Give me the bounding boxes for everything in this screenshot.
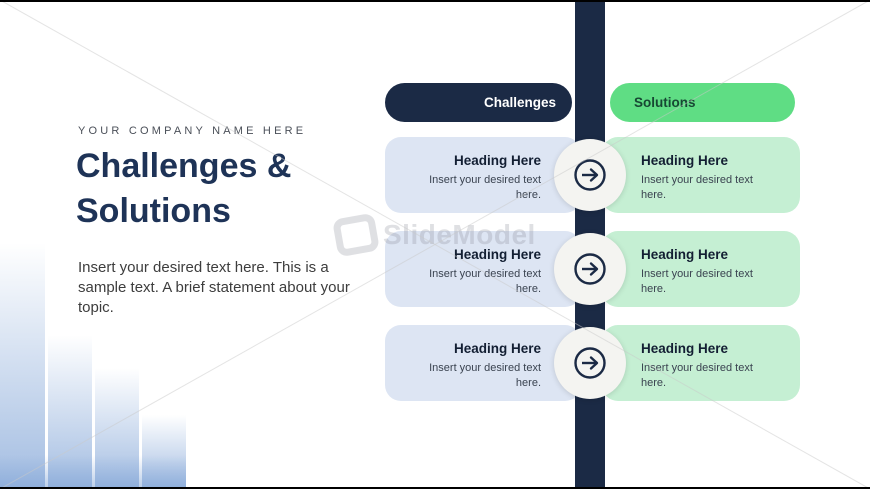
- solutions-header-label: Solutions: [634, 95, 696, 110]
- solution-text: Insert your desired text here.: [641, 268, 753, 295]
- solution-text: Insert your desired text here.: [641, 174, 753, 201]
- arrow-right-circle-icon: [574, 253, 606, 285]
- solution-card: Heading Here Insert your desired text he…: [602, 325, 800, 401]
- challenges-header-label: Challenges: [483, 95, 556, 110]
- slide-title: Challenges & Solutions: [76, 147, 292, 230]
- challenge-heading: Heading Here: [453, 247, 541, 262]
- decoration-bar: [0, 243, 45, 489]
- challenge-card: Heading Here Insert your desired text he…: [385, 325, 581, 401]
- arrow-right-circle-icon: [574, 159, 606, 191]
- challenge-text: Insert your desired text here.: [429, 174, 541, 201]
- top-edge-line: [0, 0, 870, 2]
- challenge-heading: Heading Here: [453, 341, 541, 356]
- bar-chart-decoration: [0, 243, 186, 489]
- company-name-label: YOUR COMPANY NAME HERE: [78, 125, 307, 137]
- solution-card: Heading Here Insert your desired text he…: [602, 137, 800, 213]
- arrow-right-circle-icon: [574, 347, 606, 379]
- challenge-heading: Heading Here: [453, 153, 541, 168]
- solution-heading: Heading Here: [641, 341, 729, 356]
- solutions-header-pill: Solutions: [610, 83, 795, 122]
- solution-heading: Heading Here: [641, 247, 729, 262]
- solution-heading: Heading Here: [641, 153, 729, 168]
- challenge-text: Insert your desired text here.: [429, 362, 541, 389]
- challenge-card: Heading Here Insert your desired text he…: [385, 137, 581, 213]
- challenges-header-pill: Challenges: [385, 83, 572, 122]
- connector-circle: [554, 139, 626, 211]
- challenge-text: Insert your desired text here.: [429, 268, 541, 295]
- connector-circle: [554, 327, 626, 399]
- challenge-card: Heading Here Insert your desired text he…: [385, 231, 581, 307]
- connector-circle: [554, 233, 626, 305]
- decoration-base-gradient: [0, 455, 186, 489]
- solution-text: Insert your desired text here.: [641, 362, 753, 389]
- solution-card: Heading Here Insert your desired text he…: [602, 231, 800, 307]
